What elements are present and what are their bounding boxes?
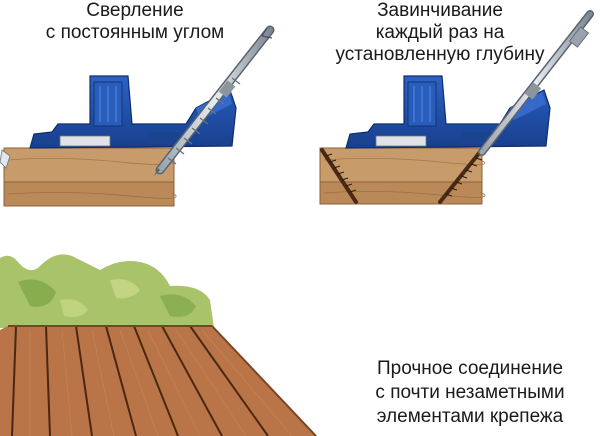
screw-icon-2 [438, 150, 483, 204]
caption-result: Прочное соединение с почти незаметными э… [340, 357, 600, 429]
jig-icon-2 [345, 75, 551, 149]
caption-drilling-line-1: Сверление [86, 0, 184, 21]
caption-result-line-3: элементами крепежа [376, 406, 564, 427]
drill-bit-icon [154, 25, 275, 176]
caption-drilling: Сверление с постоянным углом [0, 0, 270, 44]
deck-gaps [11, 325, 269, 436]
board-top-2 [319, 147, 483, 183]
caption-result-line-1: Прочное соединение [376, 358, 564, 379]
foliage [0, 254, 214, 328]
board-bottom [3, 181, 175, 207]
caption-result-line-2: с почти незаметными [375, 382, 565, 403]
caption-screwing: Завинчивание каждый раз на установленную… [300, 0, 580, 66]
panel-screwing [319, 10, 594, 205]
screwdriver-icon [478, 10, 594, 156]
board-top [3, 147, 175, 183]
caption-screwing-line-2: каждый раз на [375, 22, 505, 43]
screw-icon [320, 148, 358, 204]
caption-drilling-line-2: с постоянным углом [45, 22, 225, 43]
panel-drilling [0, 25, 275, 207]
panel-result [0, 254, 317, 436]
caption-screwing-line-3: установленную глубину [335, 44, 545, 65]
caption-screwing-line-1: Завинчивание [377, 0, 503, 21]
